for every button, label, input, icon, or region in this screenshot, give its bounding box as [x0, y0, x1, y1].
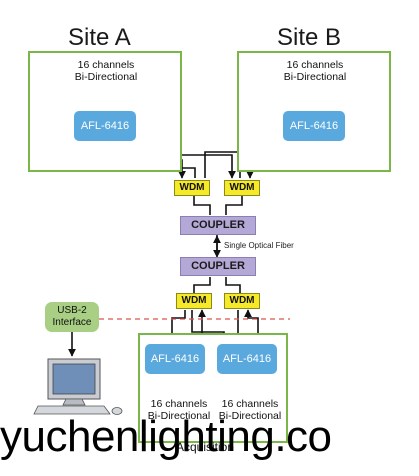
- site-b-note-line2: Bi-Directional: [283, 71, 347, 83]
- acquisition-afl-left: AFL-6416: [145, 344, 205, 374]
- site-a-note-line1: 16 channels: [77, 59, 135, 71]
- acquisition-label: Acquisition: [176, 440, 235, 454]
- site-a-title: Site A: [68, 24, 131, 51]
- line-coupler-to-wdm-left: [193, 277, 211, 293]
- wdm-lower-left: WDM: [176, 293, 212, 309]
- usb-interface-line1: USB-2: [57, 305, 87, 316]
- usb-interface-line2: Interface: [52, 317, 92, 328]
- site-b-note-line1: 16 channels: [286, 59, 344, 71]
- site-a-channel-note: 16 channels Bi-Directional: [58, 59, 154, 83]
- usb-interface: USB-2 Interface: [45, 302, 99, 332]
- coupler-upper: COUPLER: [180, 216, 256, 235]
- site-b-afl-device: AFL-6416: [283, 111, 345, 141]
- wdm-upper-right: WDM: [224, 180, 260, 196]
- line-wdm-left-to-afl-left: [168, 310, 186, 346]
- acquisition-afl-right: AFL-6416: [217, 344, 277, 374]
- line-wdm-right-to-coupler: [225, 196, 243, 215]
- single-optical-fiber-label: Single Optical Fiber: [224, 241, 294, 250]
- line-wdm-left-to-coupler: [193, 196, 211, 215]
- computer-icon: [33, 358, 123, 415]
- acq-left-note-line2: Bi-Directional: [147, 410, 211, 422]
- coupler-lower: COUPLER: [180, 257, 256, 276]
- site-a-afl-device: AFL-6416: [74, 111, 136, 141]
- acq-left-note-line1: 16 channels: [150, 398, 208, 410]
- watermark-text: yuchenlighting.co: [0, 412, 332, 461]
- acq-right-note-line2: Bi-Directional: [218, 410, 282, 422]
- wdm-lower-right: WDM: [224, 293, 260, 309]
- acquisition-right-channel-note: 16 channels Bi-Directional: [208, 398, 292, 422]
- wdm-upper-left: WDM: [174, 180, 210, 196]
- site-a-note-line2: Bi-Directional: [74, 71, 138, 83]
- site-b-title: Site B: [277, 24, 342, 51]
- line-coupler-to-wdm-right: [225, 277, 241, 293]
- acquisition-left-channel-note: 16 channels Bi-Directional: [137, 398, 221, 422]
- site-b-channel-note: 16 channels Bi-Directional: [267, 59, 363, 83]
- line-afl-right-to-wdm-right: [244, 309, 259, 345]
- acq-right-note-line1: 16 channels: [221, 398, 279, 410]
